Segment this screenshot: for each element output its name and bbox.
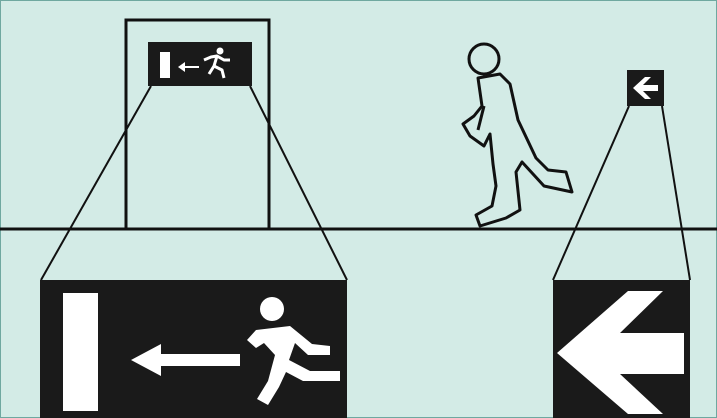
arrow-sign-enlarged-icon	[553, 280, 690, 418]
exit-sign-enlarged-icon	[40, 280, 347, 418]
exit-sign-small-icon	[148, 42, 252, 86]
arrow-sign-small-icon	[627, 70, 664, 106]
